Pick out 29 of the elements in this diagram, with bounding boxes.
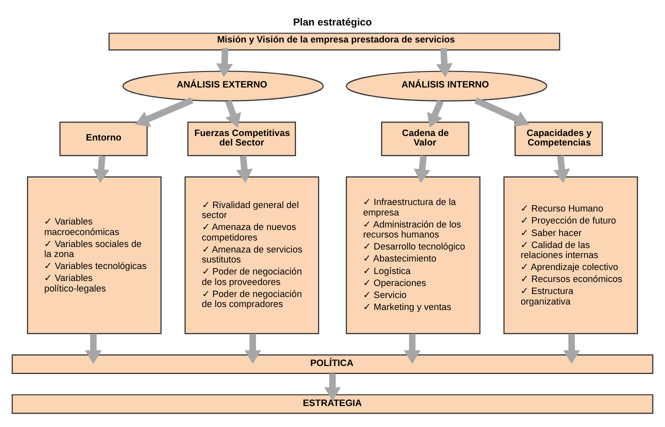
arrow	[225, 99, 242, 128]
arrow	[324, 373, 341, 400]
diagram-title: Plan estratégico	[293, 17, 372, 28]
arrow	[135, 96, 194, 126]
arrow	[236, 154, 253, 182]
arrow	[563, 333, 580, 364]
arrow	[404, 333, 421, 364]
node-box: Entorno	[59, 121, 148, 156]
arrow	[216, 48, 233, 77]
node-box: POLÍTICA	[12, 354, 654, 374]
node-box: Cadena de Valor	[381, 121, 470, 156]
node-box: Fuerzas Competitivas del Sector	[187, 121, 296, 156]
node-ellipse: ANÁLISIS INTERNO	[346, 70, 548, 101]
arrow	[427, 99, 444, 128]
arrow	[553, 154, 570, 182]
arrow	[474, 96, 530, 126]
arrow	[92, 155, 110, 182]
arrow	[85, 333, 102, 364]
node-box: ✓ Rivalidad general del sector ✓ Amenaza de nuevos competidores ✓ Amenaza de servicios sustitutos ✓ Poder de negociación de los proveedores ✓ Poder de negociación de los compradores	[184, 176, 320, 334]
node-box: ✓ Recurso Humano ✓ Proyección de futuro ✓ Saber hacer ✓ Calidad de las relaciones internas ✓ Aprendizaje colectivo ✓ Recursos económicos ✓ Estructura organizativa	[503, 176, 638, 334]
arrow	[414, 154, 430, 182]
arrow	[244, 333, 262, 364]
node-box: Capacidades y Competencias	[514, 121, 603, 156]
node-box: ✓ Infraestructura de la empresa ✓ Administración de los recursos humanos ✓ Desarrollo tecnológico ✓ Abastecimiento ✓ Logística ✓ Operaciones ✓ Servicio ✓ Marketing y ventas	[346, 176, 480, 334]
node-ellipse: ANÁLISIS EXTERNO	[122, 70, 324, 101]
node-box: ESTRATEGIA	[12, 394, 654, 414]
node-box: Misión y Visión de la empresa prestadora de servicios	[108, 32, 560, 50]
node-box: ✓ Variables macroeconómicas ✓ Variables sociales de la zona ✓ Variables tecnológicas ✓ Variables político-legales	[26, 176, 162, 334]
arrow	[436, 48, 453, 77]
